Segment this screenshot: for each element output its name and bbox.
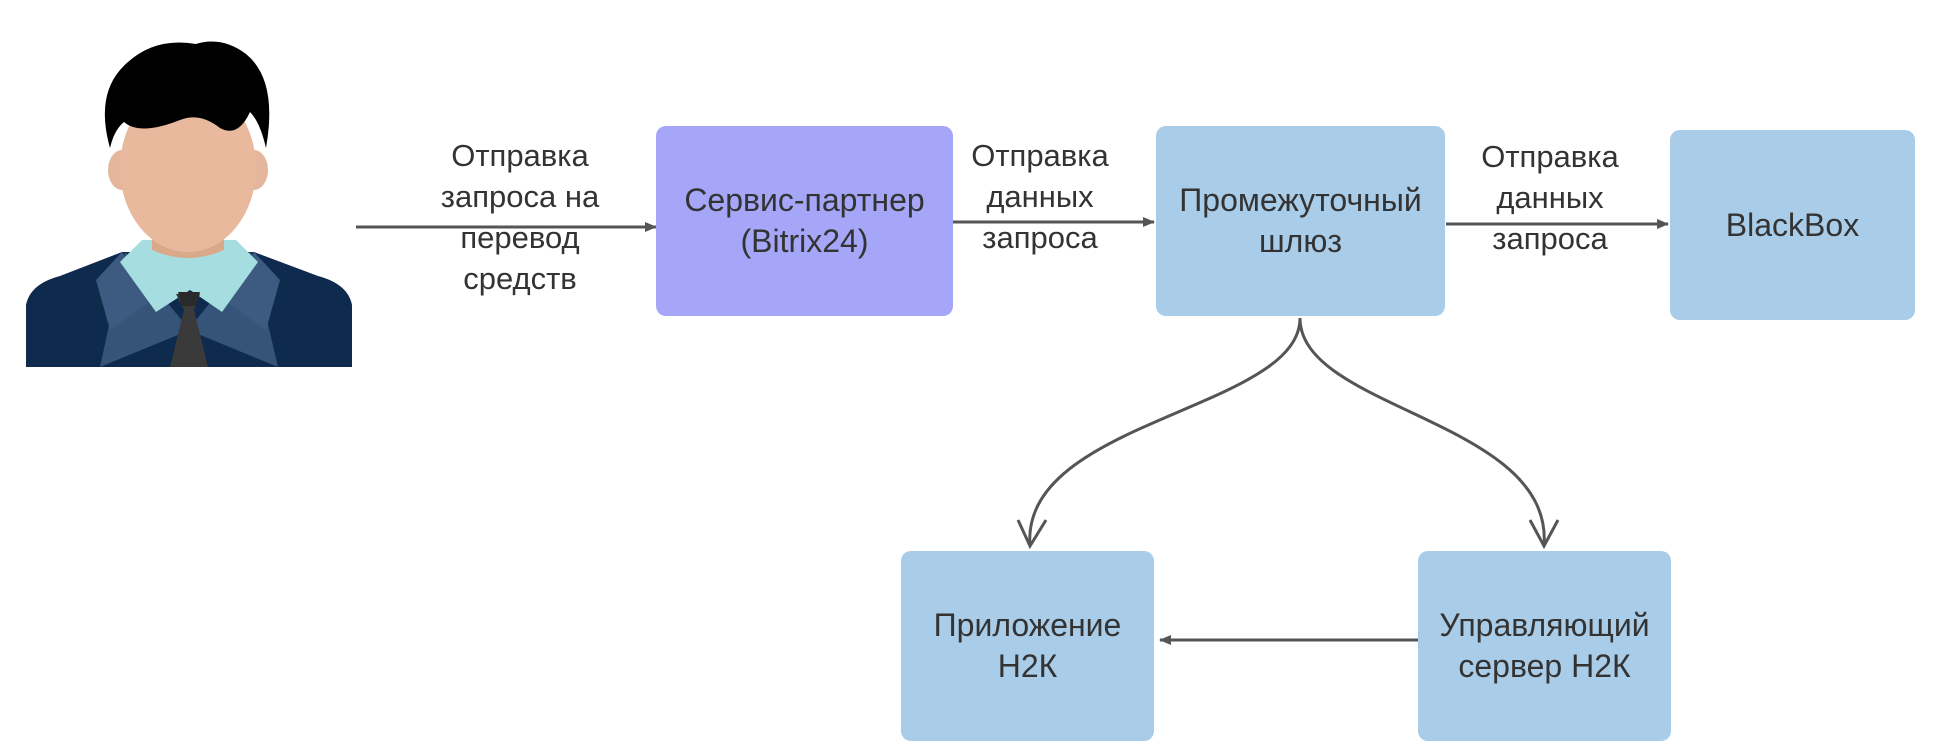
edge-label-partner-to-gateway: Отправка данных запроса <box>971 138 1109 255</box>
edge-label-user-to-partner: Отправка запроса на перевод средств <box>440 138 600 296</box>
edge-gateway-to-control-server-head <box>1528 519 1560 550</box>
user-avatar-icon <box>26 41 352 367</box>
control-server-node[interactable]: Управляющий сервер Н2К <box>1418 551 1671 741</box>
gateway-node[interactable]: Промежуточный шлюз <box>1156 126 1445 316</box>
partner-service-node[interactable]: Сервис-партнер (Bitrix24) <box>656 126 953 316</box>
edge-label-gateway-to-blackbox: Отправка данных запроса <box>1481 139 1619 256</box>
blackbox-node[interactable]: BlackBox <box>1670 130 1915 320</box>
edge-gateway-to-app <box>1028 317 1302 547</box>
app-node[interactable]: Приложение Н2К <box>901 551 1154 741</box>
edge-gateway-to-control-server <box>1298 317 1546 547</box>
edge-gateway-to-app-head <box>1016 519 1048 550</box>
